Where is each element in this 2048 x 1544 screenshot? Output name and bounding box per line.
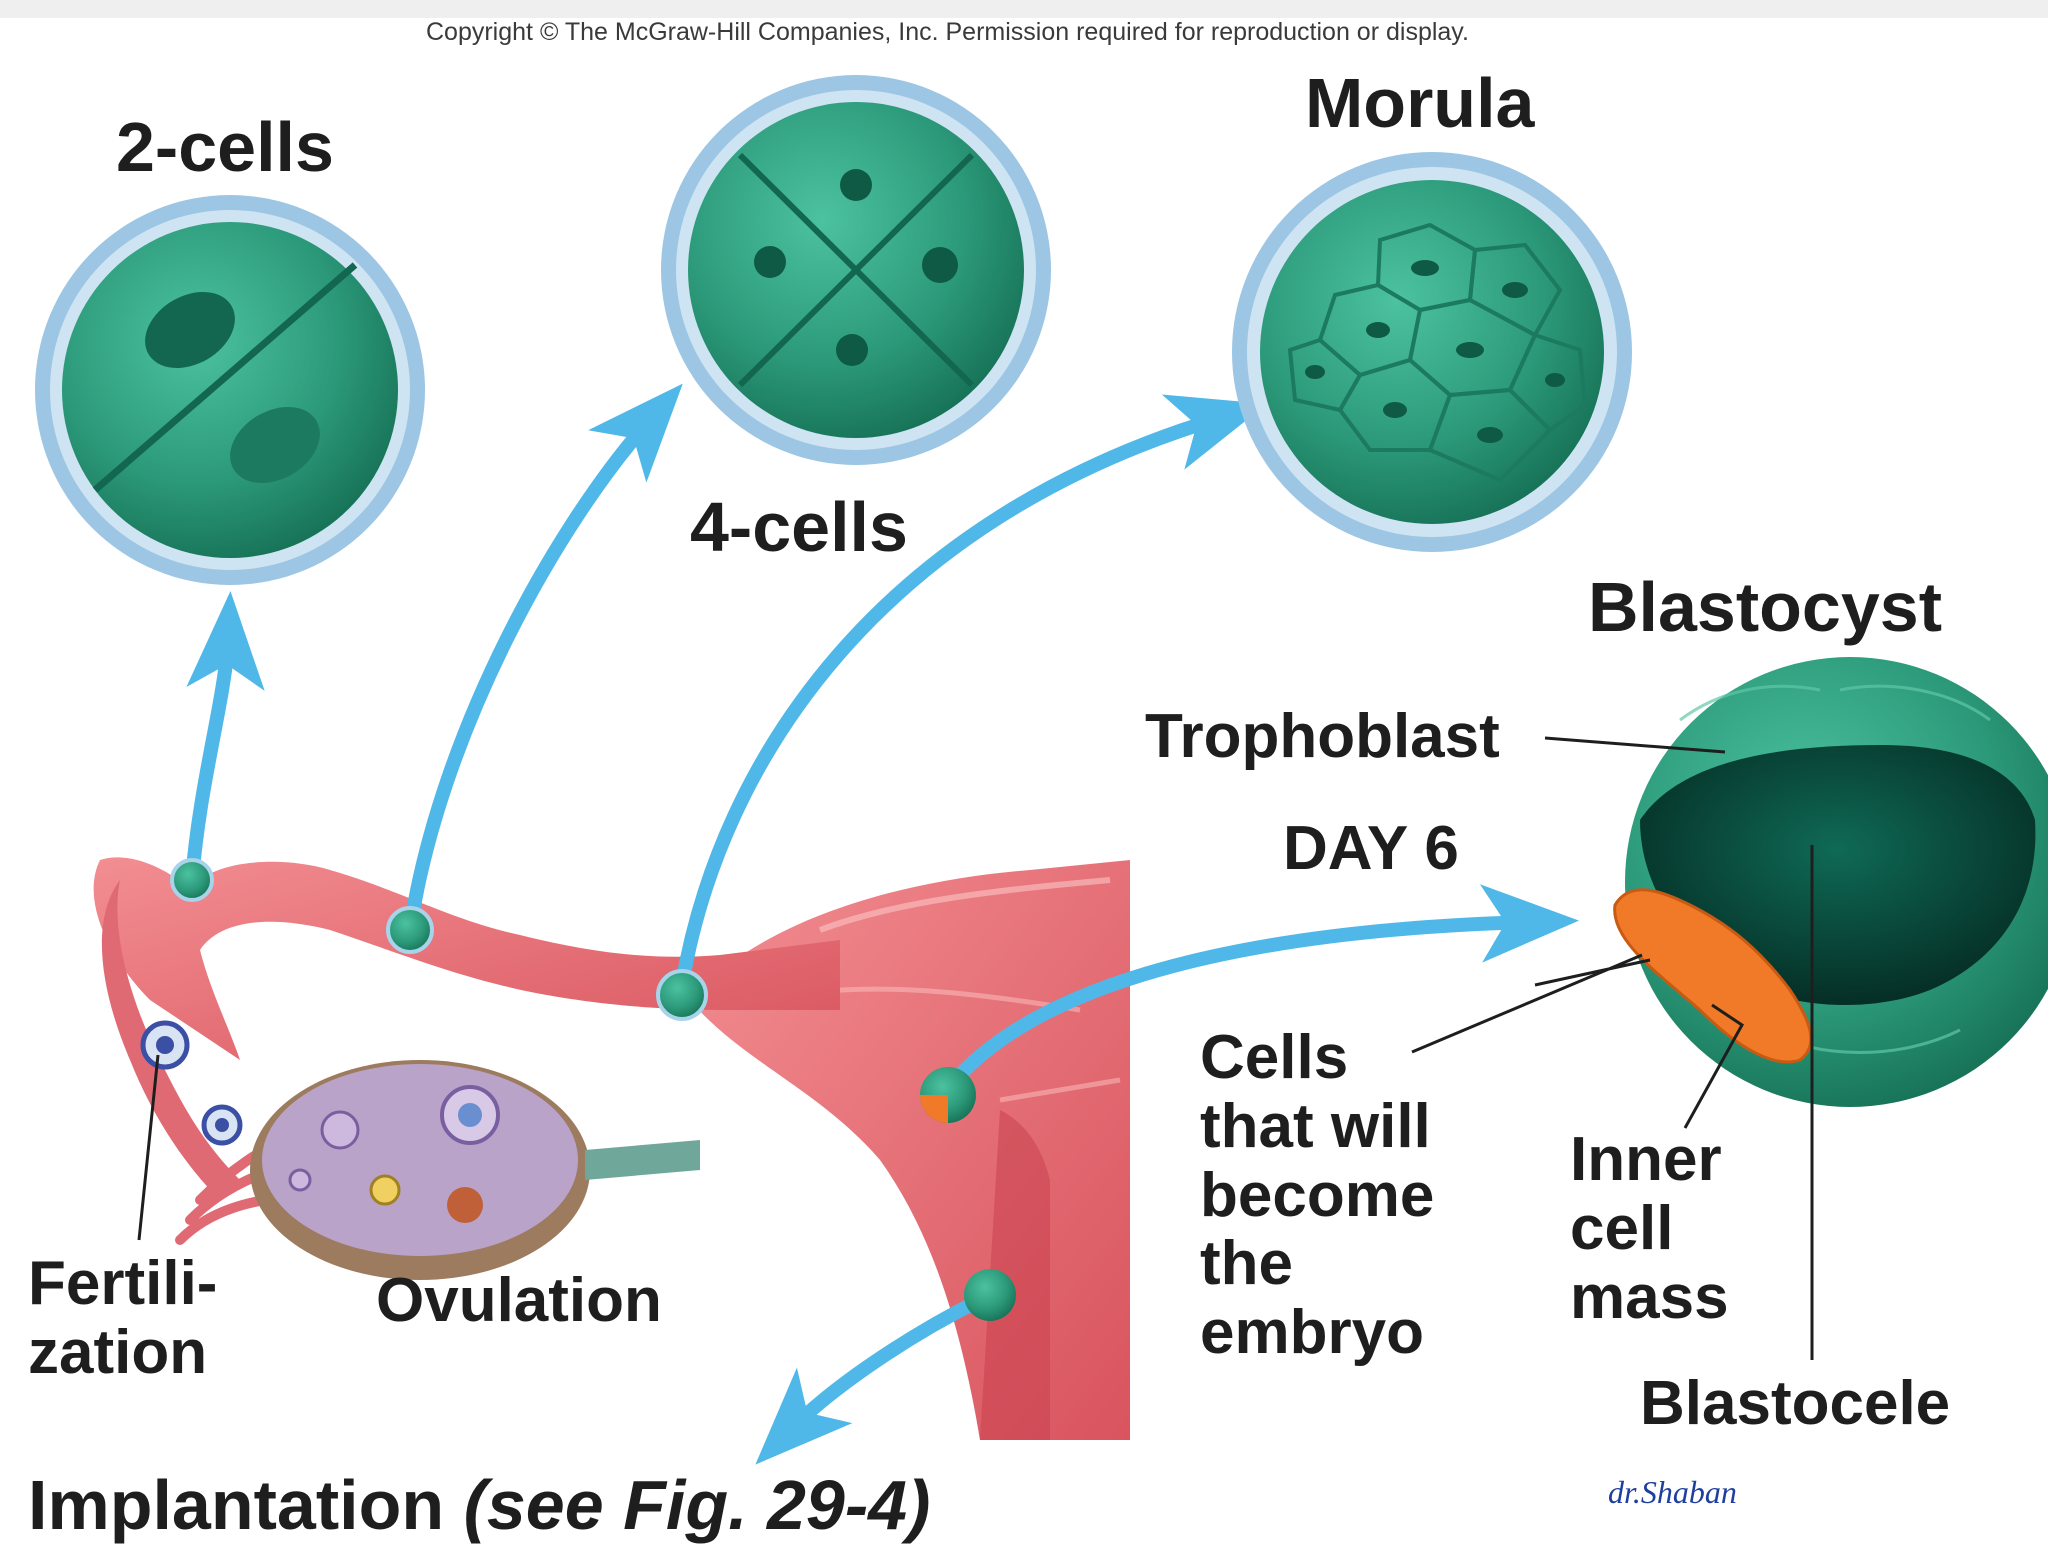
copyright-notice: Copyright © The McGraw-Hill Companies, I…	[426, 18, 1469, 46]
label-line: embryo	[1200, 1298, 1424, 1368]
top-strip	[0, 0, 2048, 18]
label-inner-cell-mass: Inner cell mass	[1570, 1125, 1729, 1332]
label-line: Inner	[1570, 1125, 1722, 1194]
label-fertilization: Fertili- zation	[28, 1249, 218, 1388]
label-morula: Morula	[1305, 64, 1535, 142]
label-line: mass	[1570, 1262, 1729, 1332]
ovary	[250, 1060, 700, 1280]
label-line: Fertili-	[28, 1249, 218, 1318]
label-line: that will	[1200, 1091, 1431, 1161]
label-2-cells: 2-cells	[116, 108, 334, 186]
label-line: zation	[28, 1317, 208, 1387]
label-implantation: Implantation (see Fig. 29-4)	[28, 1470, 930, 1540]
trophoblast-leader	[1544, 736, 1726, 754]
implantation-figure-ref: (see Fig. 29-4)	[463, 1466, 931, 1544]
label-blastocele: Blastocele	[1640, 1369, 1951, 1438]
label-blastocyst: Blastocyst	[1588, 568, 1943, 646]
morula-embryo	[1232, 152, 1632, 552]
embryo-cells-leader	[1411, 953, 1651, 1054]
arrow-to-2-cells	[185, 591, 265, 887]
inner-mass-leader	[1683, 1003, 1744, 1129]
arrow-to-morula	[675, 394, 1267, 992]
label-trophoblast: Trophoblast	[1145, 702, 1500, 771]
two-cell-embryo	[35, 195, 425, 585]
arrow-to-blastocyst	[953, 884, 1579, 1082]
ovulated-oocyte	[140, 1020, 243, 1146]
label-cells-become-embryo: Cells that will become the embryo	[1200, 1023, 1435, 1368]
leader-lines	[137, 736, 1814, 1360]
implantation-text: Implantation	[28, 1466, 445, 1544]
label-line: the	[1200, 1229, 1293, 1299]
label-day-6: DAY 6	[1283, 814, 1459, 883]
author-credit: dr.Shaban	[1608, 1474, 1737, 1510]
development-arrows	[185, 383, 1579, 1465]
fertilization-leader	[137, 1054, 160, 1241]
four-cell-embryo	[661, 75, 1051, 465]
arrow-to-4-cells	[403, 383, 683, 937]
uterus-illustration	[690, 860, 1130, 1440]
embryos-along-tube	[170, 858, 1016, 1321]
label-4-cells: 4-cells	[690, 488, 908, 566]
arrow-to-implantation	[755, 1293, 987, 1465]
label-line: cell	[1570, 1193, 1674, 1263]
label-line: Cells	[1200, 1023, 1349, 1092]
blastocyst	[1613, 657, 2048, 1107]
label-line: become	[1200, 1160, 1435, 1230]
label-ovulation: Ovulation	[376, 1266, 662, 1335]
